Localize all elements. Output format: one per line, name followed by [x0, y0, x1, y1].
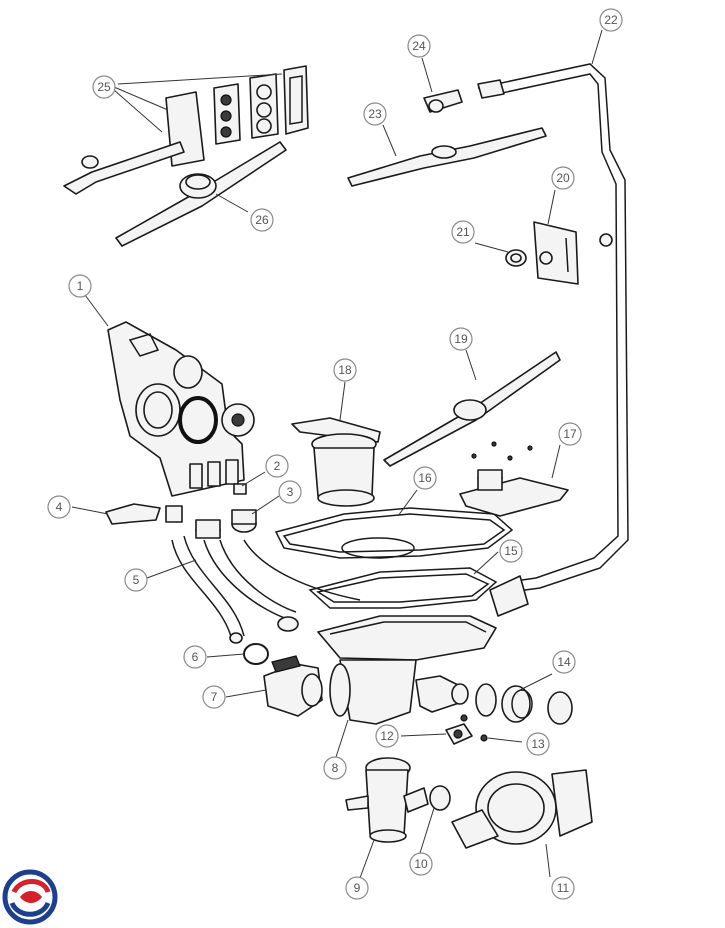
brand-logo: [2, 869, 58, 925]
svg-text:22: 22: [604, 13, 618, 27]
callout-10: 10: [409, 852, 433, 876]
svg-text:15: 15: [504, 544, 518, 558]
callout-15: 15: [499, 539, 523, 563]
svg-text:14: 14: [557, 655, 571, 669]
callout-6: 6: [183, 645, 207, 669]
svg-text:21: 21: [456, 225, 470, 239]
part-2-connector: [233, 483, 247, 495]
svg-text:17: 17: [563, 427, 577, 441]
callout-22: 22: [599, 8, 623, 32]
part-9-diverter: [345, 757, 429, 843]
svg-text:5: 5: [133, 573, 140, 587]
callout-13: 13: [526, 732, 550, 756]
callout-20: 20: [551, 166, 575, 190]
svg-text:8: 8: [332, 761, 339, 775]
part-12-sensor: [445, 723, 473, 745]
callout-24: 24: [407, 34, 431, 58]
part-6-hose-clamp: [243, 643, 269, 665]
part-15-sump-gasket: [308, 567, 498, 609]
svg-text:7: 7: [211, 690, 218, 704]
part-21-nut: [505, 249, 527, 267]
svg-text:25: 25: [97, 80, 111, 94]
part-24-spray-arm-connector: [423, 89, 463, 113]
callout-14: 14: [552, 650, 576, 674]
svg-text:3: 3: [287, 485, 294, 499]
callout-26: 26: [250, 208, 274, 232]
part-22-water-supply-pipe: [477, 63, 629, 617]
svg-text:10: 10: [414, 857, 428, 871]
part-13-screw: [460, 714, 488, 742]
callout-4: 4: [47, 495, 71, 519]
callout-23: 23: [363, 102, 387, 126]
callout-12: 12: [375, 724, 399, 748]
callout-25: 25: [92, 75, 116, 99]
part-5-hoses: [171, 519, 361, 644]
svg-text:6: 6: [192, 650, 199, 664]
svg-text:26: 26: [255, 213, 269, 227]
callout-17: 17: [558, 422, 582, 446]
part-23-upper-spray-arm: [347, 127, 547, 187]
callout-5: 5: [124, 568, 148, 592]
part-4-clip: [105, 503, 183, 525]
svg-text:24: 24: [412, 39, 426, 53]
part-18-filter: [291, 417, 381, 507]
callout-19: 19: [449, 327, 473, 351]
callout-8: 8: [323, 756, 347, 780]
svg-text:12: 12: [380, 729, 394, 743]
svg-text:16: 16: [418, 471, 432, 485]
part-11-circulation-pump: [451, 769, 593, 849]
callout-7: 7: [202, 685, 226, 709]
svg-text:4: 4: [56, 500, 63, 514]
svg-text:9: 9: [354, 881, 361, 895]
part-10-seal: [429, 785, 451, 811]
svg-text:23: 23: [368, 107, 382, 121]
callout-1: 1: [68, 274, 92, 298]
part-3-hose-fitting: [231, 509, 257, 533]
callout-16: 16: [413, 466, 437, 490]
svg-text:1: 1: [77, 279, 84, 293]
svg-text:19: 19: [454, 332, 468, 346]
callout-11: 11: [551, 876, 575, 900]
part-1-manifold-housing: [107, 321, 255, 497]
part-8-sump-assembly: [317, 615, 497, 725]
svg-text:20: 20: [556, 171, 570, 185]
svg-text:18: 18: [338, 363, 352, 377]
svg-text:13: 13: [531, 737, 545, 751]
callout-21: 21: [451, 220, 475, 244]
part-14-seal-kit: [475, 683, 573, 725]
svg-text:11: 11: [557, 881, 570, 895]
part-16-gasket: [274, 507, 514, 559]
part-17-spray-arm-support: [459, 441, 569, 517]
part-19-middle-spray-arm: [383, 351, 561, 467]
part-26-lower-spray-arm: [115, 141, 287, 247]
svg-text:2: 2: [274, 459, 281, 473]
callout-2: 2: [265, 454, 289, 478]
callout-18: 18: [333, 358, 357, 382]
part-7-drain-pump: [263, 655, 323, 717]
callout-3: 3: [278, 480, 302, 504]
callout-9: 9: [345, 876, 369, 900]
part-25-cover-assembly: [63, 65, 309, 195]
leader-lines: [71, 29, 603, 879]
part-20-bracket: [533, 221, 579, 285]
